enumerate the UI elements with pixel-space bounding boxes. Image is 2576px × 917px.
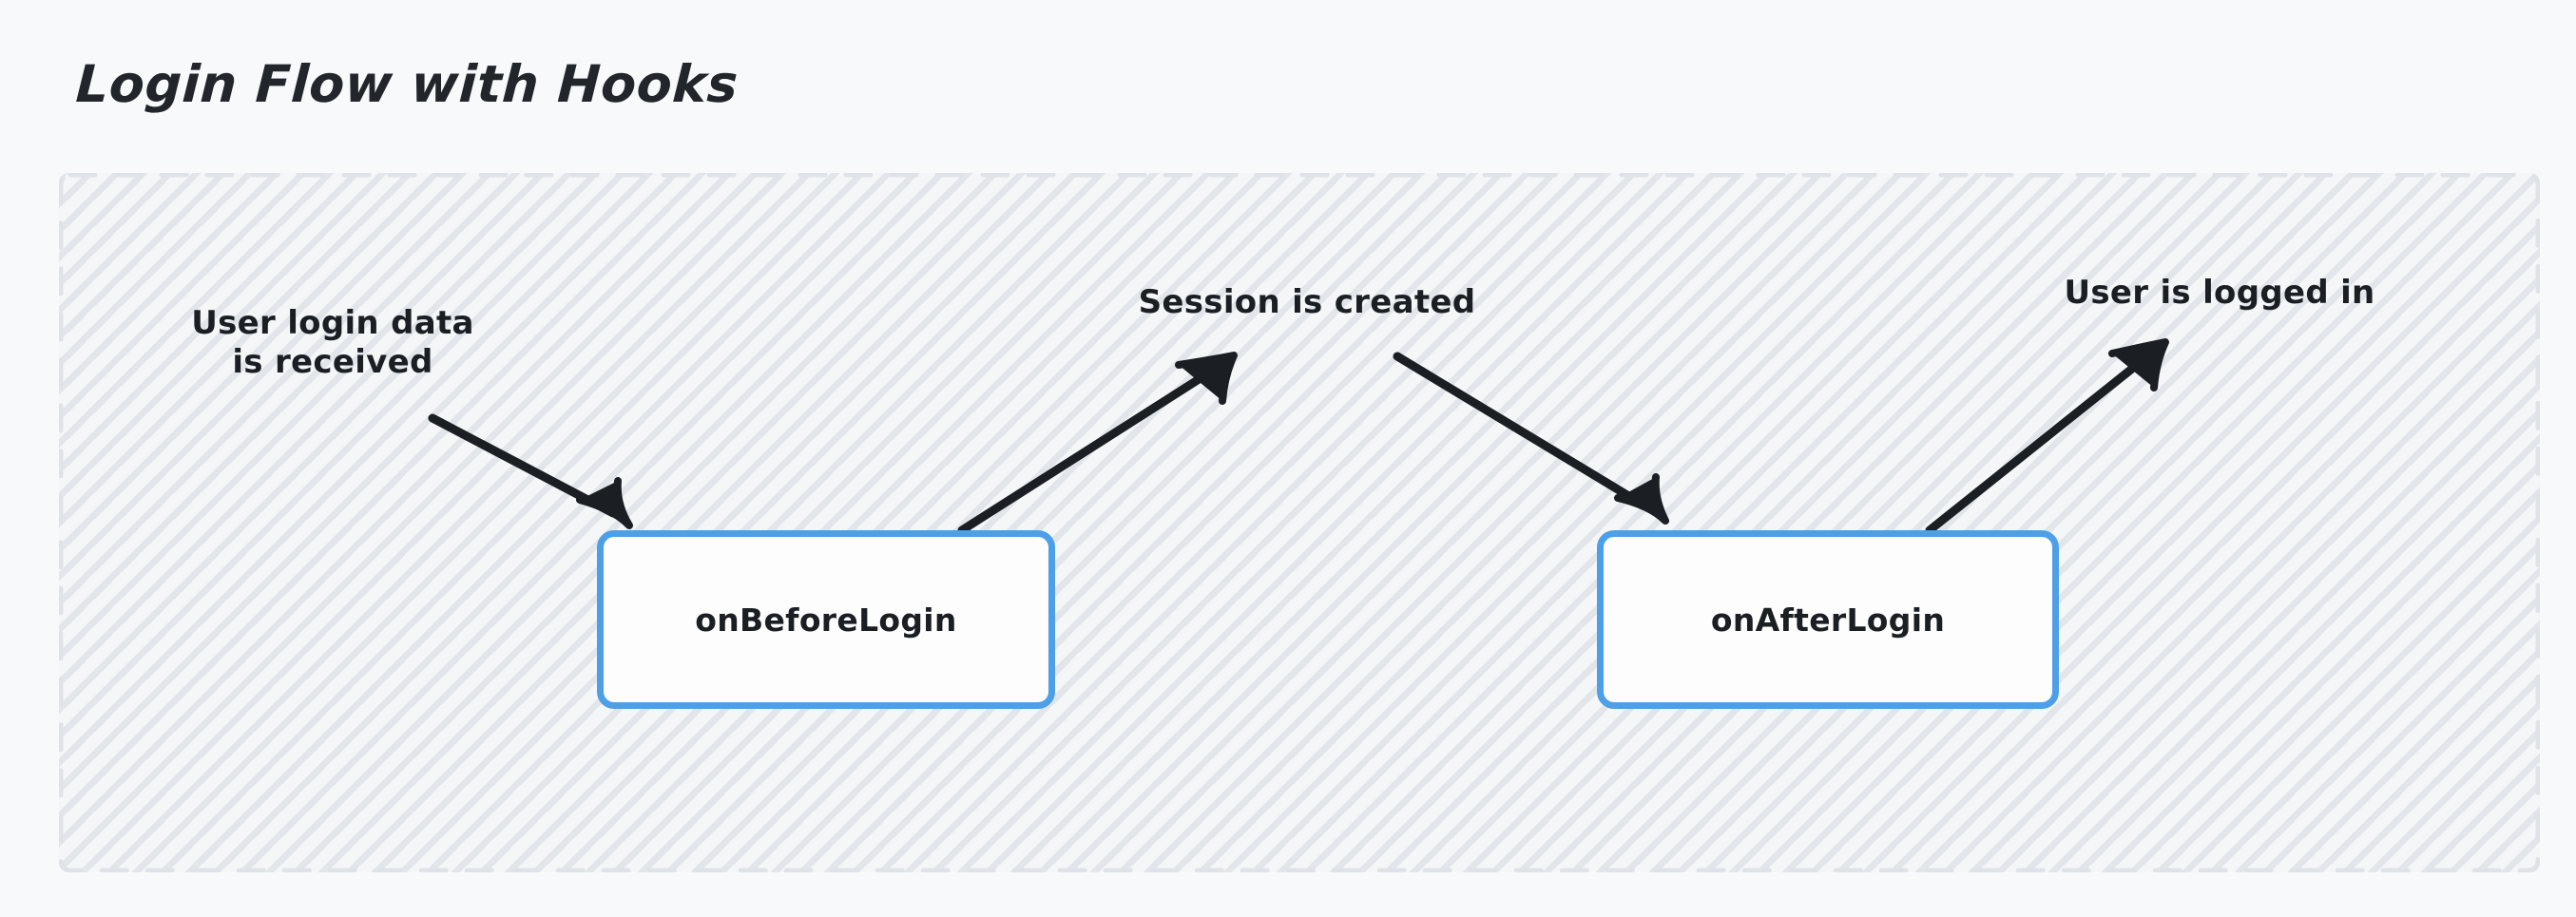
edge-label-session-created: Session is created: [1138, 283, 1476, 321]
node-on-before-login[interactable]: onBeforeLogin: [597, 530, 1055, 709]
node-on-before-login-label: onBeforeLogin: [695, 601, 957, 639]
edge-label-user-logged-in: User is logged in: [2064, 274, 2375, 312]
node-on-after-login[interactable]: onAfterLogin: [1597, 530, 2059, 709]
edge-label-user-login-data: User login data is received: [191, 304, 474, 382]
node-on-after-login-label: onAfterLogin: [1710, 601, 1946, 639]
page-title: Login Flow with Hooks: [74, 54, 740, 114]
